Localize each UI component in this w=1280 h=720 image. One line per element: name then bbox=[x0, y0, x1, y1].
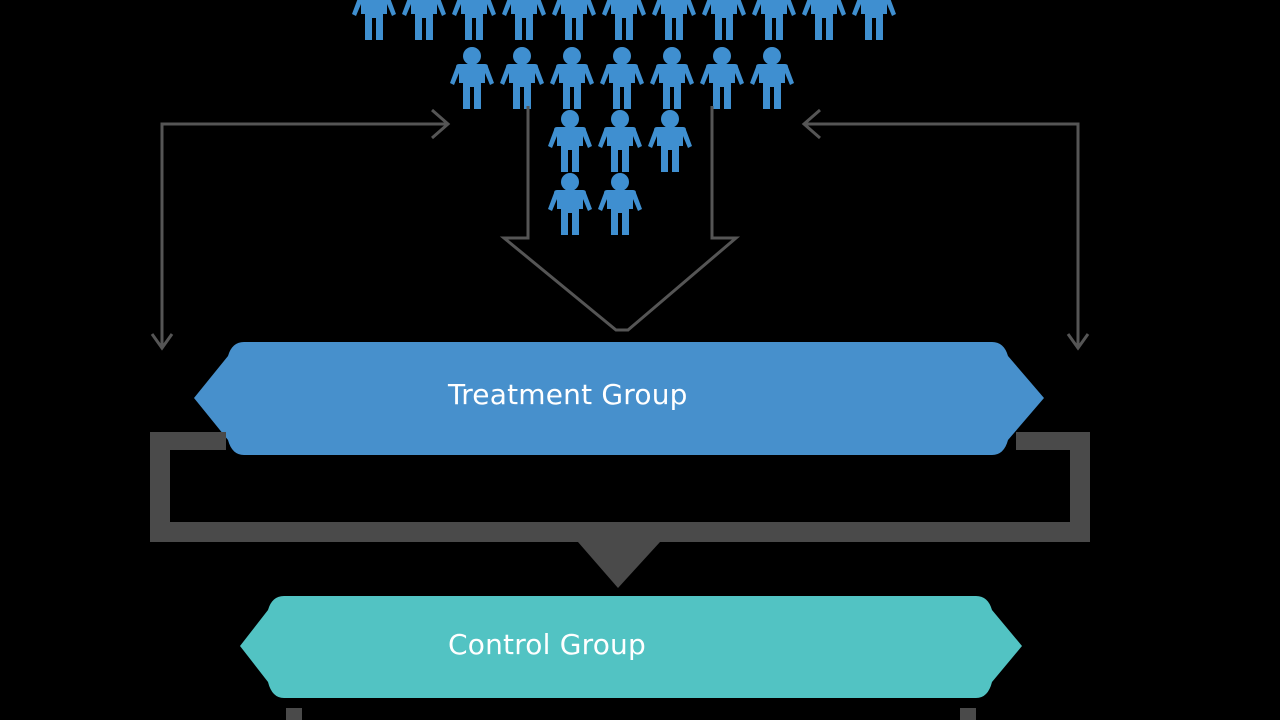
person-icon bbox=[548, 110, 592, 172]
person-icon bbox=[600, 47, 644, 109]
person-icon bbox=[452, 0, 496, 40]
merge-bracket bbox=[150, 432, 1090, 588]
person-icon bbox=[700, 47, 744, 109]
person-icon bbox=[802, 0, 846, 40]
treatment-group-banner bbox=[194, 342, 1044, 455]
person-icon bbox=[650, 47, 694, 109]
person-icon bbox=[648, 110, 692, 172]
population-crowd bbox=[352, 0, 896, 235]
control-group-label: Control Group bbox=[448, 628, 646, 661]
person-icon bbox=[500, 47, 544, 109]
person-icon bbox=[750, 47, 794, 109]
person-icon bbox=[752, 0, 796, 40]
person-icon bbox=[352, 0, 396, 40]
control-group-banner bbox=[240, 596, 1022, 698]
person-icon bbox=[598, 110, 642, 172]
right-loop-arrow bbox=[801, 108, 1090, 351]
person-icon bbox=[550, 47, 594, 109]
control-right-stub bbox=[960, 708, 976, 720]
person-icon bbox=[702, 0, 746, 40]
control-left-stub bbox=[286, 708, 302, 720]
left-loop-arrow bbox=[150, 108, 451, 351]
person-icon bbox=[598, 173, 642, 235]
person-icon bbox=[552, 0, 596, 40]
person-icon bbox=[502, 0, 546, 40]
person-icon bbox=[602, 0, 646, 40]
treatment-group-label: Treatment Group bbox=[448, 378, 688, 411]
person-icon bbox=[548, 173, 592, 235]
person-icon bbox=[652, 0, 696, 40]
person-icon bbox=[852, 0, 896, 40]
person-icon bbox=[402, 0, 446, 40]
person-icon bbox=[450, 47, 494, 109]
allocation-arrow bbox=[499, 106, 741, 332]
